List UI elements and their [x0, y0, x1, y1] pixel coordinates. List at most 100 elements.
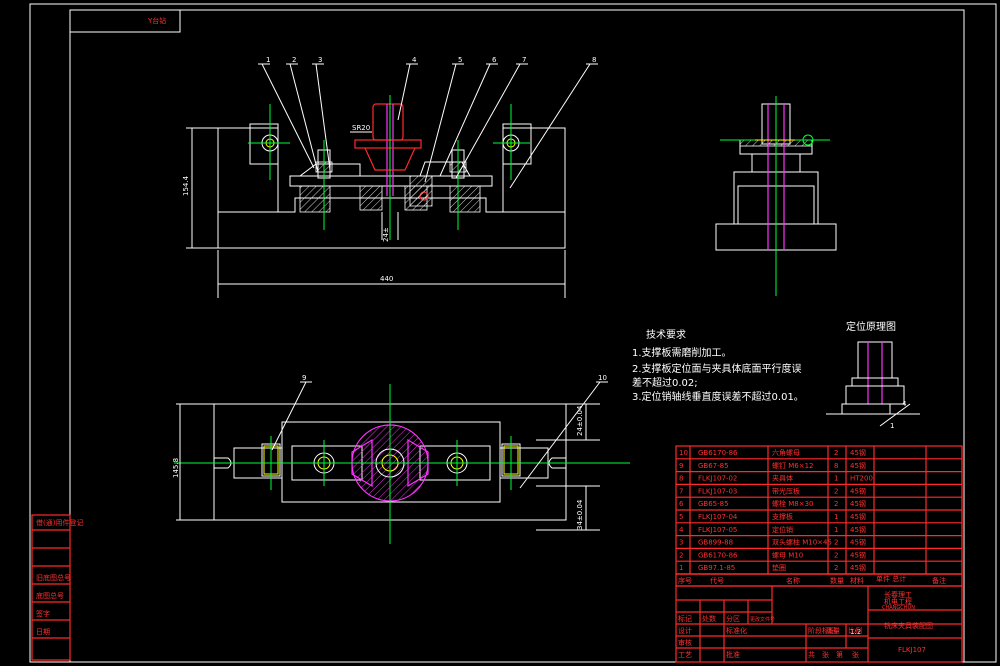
tb-review: 审核	[678, 638, 692, 647]
parts-cell-no: 1	[679, 564, 683, 572]
parts-cell-no: 3	[679, 539, 683, 547]
parts-cell-qty: 2	[834, 449, 838, 457]
parts-cell-mat: HT200	[850, 475, 873, 483]
tb-craft: 工艺	[678, 651, 692, 659]
plan-view-dimensions: 145.8 24±0.04 34±0.04 9 10	[172, 374, 608, 531]
parts-cell-no: 2	[679, 551, 683, 559]
dim-front-sr: SR20	[352, 124, 370, 132]
parts-header-mat: 材料	[850, 576, 864, 585]
parts-cell-no: 6	[679, 500, 684, 508]
parts-cell-qty: 1	[834, 475, 838, 483]
parts-cell-mat: 45钢	[850, 525, 866, 534]
front-view-dimensions: 154.4 440 SR20 24±	[182, 124, 566, 298]
parts-cell-name: 支撑板	[772, 512, 793, 521]
balloon-7: 7	[522, 56, 526, 64]
parts-cell-name: 螺母 M10	[772, 550, 803, 559]
tb-no: 第	[836, 650, 843, 659]
sheet-tag-box	[69, 9, 181, 33]
balloon-10: 10	[598, 374, 607, 382]
parts-cell-code: GB899-88	[698, 539, 733, 547]
side-strip-label-4: 底图总号	[36, 591, 64, 600]
tb-total: 共	[808, 650, 815, 659]
tb-sheet-2: 张	[852, 650, 859, 659]
parts-cell-mat: 45钢	[850, 499, 866, 508]
drawing-name: 铣床夹具装配图	[884, 621, 933, 630]
tb-count: 处数	[702, 614, 716, 623]
school-3: CHANGCHUN	[882, 605, 915, 611]
parts-cell-no: 7	[679, 487, 683, 495]
parts-cell-mat: 45钢	[850, 550, 866, 559]
parts-cell-mat: 45钢	[850, 538, 866, 547]
balloon-9: 9	[302, 374, 306, 382]
drawing-scale: 1:2	[850, 628, 861, 636]
parts-cell-code: FLKJ107-02	[698, 475, 737, 483]
parts-header-note: 备注	[932, 576, 946, 585]
parts-header-weight: 单件 总计	[876, 574, 906, 583]
locating-label-1: 1	[890, 422, 894, 430]
locating-diagram: 定位原理图 4 1	[826, 320, 920, 430]
parts-cell-mat: 45钢	[850, 563, 866, 572]
balloon-4: 4	[412, 56, 417, 64]
tb-std: 标准化	[726, 626, 747, 635]
parts-cell-qty: 2	[834, 551, 838, 559]
parts-cell-no: 9	[679, 462, 683, 470]
tech-line-3: 差不超过0.02;	[632, 376, 698, 389]
dim-plan-height: 145.8	[172, 458, 180, 478]
parts-cell-mat: 45钢	[850, 461, 866, 470]
parts-header-name: 名称	[786, 576, 800, 585]
parts-cell-name: 垫圈	[772, 563, 786, 572]
parts-cell-code: FLKJ107-04	[698, 513, 738, 521]
parts-cell-qty: 8	[834, 462, 838, 470]
locating-title: 定位原理图	[846, 320, 896, 333]
side-strip: 借(通)用件登记 旧底图总号 底图总号 签字 日期	[31, 514, 83, 661]
parts-header-no: 序号	[678, 576, 692, 585]
parts-header-qty: 数量	[830, 576, 844, 585]
school-2: 机电工程	[884, 597, 912, 606]
parts-cell-mat: 45钢	[850, 512, 866, 521]
side-strip-label-6: 日期	[36, 628, 50, 636]
parts-cell-name: 六角螺母	[772, 448, 800, 457]
parts-cell-name: 定位销	[772, 525, 793, 534]
balloon-2: 2	[292, 56, 296, 64]
parts-cell-code: GB6170-86	[698, 449, 738, 457]
tb-file: 更改文件号	[750, 616, 775, 623]
tech-requirements: 技术要求 1.支撑板需磨削加工。 2.支撑板定位面与夹具体底面平行度误 差不超过…	[632, 328, 804, 403]
parts-cell-mat: 45钢	[850, 448, 866, 457]
balloon-1: 1	[266, 56, 270, 64]
parts-cell-qty: 2	[834, 564, 838, 572]
front-view-balloons: 1 2 3 4 5 6 7 8	[258, 56, 598, 189]
parts-cell-name: 螺钉 M6×12	[772, 461, 814, 470]
parts-cell-name: 带光压板	[772, 486, 800, 495]
dim-front-height: 154.4	[182, 175, 190, 196]
tb-ratio: 比例	[848, 626, 862, 635]
parts-cell-mat: 45钢	[850, 486, 866, 495]
tb-approve: 批准	[726, 650, 740, 659]
plan-view	[174, 384, 630, 544]
parts-cell-code: FLKJ107-05	[698, 526, 737, 534]
parts-cell-qty: 1	[834, 513, 838, 521]
parts-cell-code: GB65-85	[698, 500, 729, 508]
parts-header-code: 代号	[710, 576, 724, 585]
balloon-6: 6	[492, 56, 497, 64]
parts-cell-no: 10	[679, 449, 688, 457]
parts-cell-qty: 2	[834, 500, 838, 508]
parts-cell-qty: 1	[834, 526, 838, 534]
tb-stage: 阶段标记	[808, 626, 836, 635]
parts-cell-name: 夹具体	[772, 474, 793, 483]
dim-plan-34: 34±0.04	[576, 499, 584, 530]
parts-cell-code: FLKJ107-03	[698, 487, 737, 495]
dim-front-24: 24±	[382, 227, 390, 242]
side-view	[715, 96, 837, 296]
side-strip-label-5: 签字	[36, 609, 50, 618]
balloon-3: 3	[318, 56, 322, 64]
tb-sheet-1: 张	[822, 650, 829, 659]
tb-weight: 重量	[826, 627, 840, 635]
tech-line-4: 3.定位销轴线垂直度误差不超过0.01。	[632, 390, 804, 403]
side-strip-label-1: 借(通)用件登记	[36, 518, 83, 527]
balloon-8: 8	[592, 56, 596, 64]
tb-design: 设计	[678, 626, 692, 635]
locating-label-4: 4	[902, 400, 907, 408]
balloon-5: 5	[458, 56, 462, 64]
dim-front-width: 440	[380, 275, 393, 283]
